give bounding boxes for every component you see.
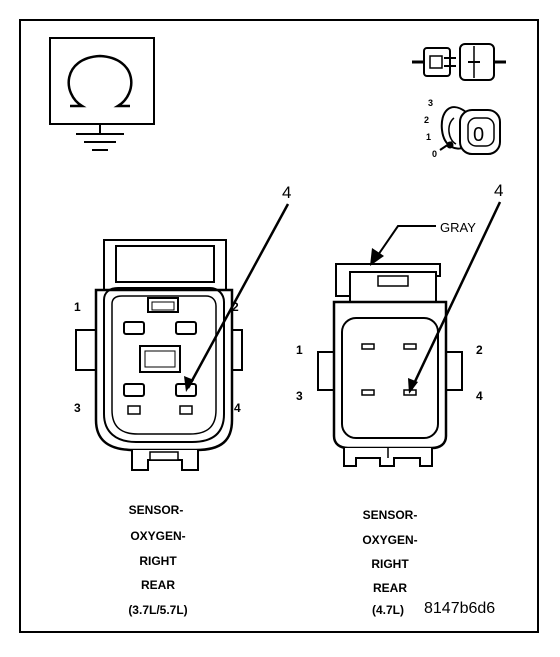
left-pin-4: 4 (234, 401, 241, 415)
right-caption-line-2: OXYGEN- (362, 533, 417, 547)
gray-label: GRAY (440, 220, 476, 235)
left-caption-line-4: REAR (141, 578, 175, 592)
right-pin-1: 1 (296, 343, 303, 357)
right-pin-2: 2 (476, 343, 483, 357)
ohmmeter-scale-3: 3 (428, 98, 433, 108)
ohmmeter-scale-1: 1 (426, 132, 431, 142)
left-caption: SENSOR- OXYGEN- RIGHT REAR (3.7L/5.7L) (128, 503, 187, 617)
ohmmeter-display: 0 (473, 124, 484, 146)
disconnect-connector-icon (412, 43, 506, 81)
left-pin-1: 1 (74, 300, 81, 314)
right-caption: SENSOR- OXYGEN- RIGHT REAR (4.7L) (362, 508, 417, 617)
ohmmeter-icon: 3 2 1 0 0 (424, 98, 501, 159)
right-pin-3: 3 (296, 389, 303, 403)
ohmmeter-scale-0: 0 (432, 149, 437, 159)
right-caption-line-1: SENSOR- (363, 508, 418, 522)
left-callout-number: 4 (282, 183, 291, 202)
left-terminal-3 (123, 383, 145, 397)
left-connector: 4 1 2 3 4 (74, 183, 291, 471)
gray-callout-leader (375, 225, 436, 259)
right-caption-line-5: (4.7L) (372, 603, 404, 617)
right-connector: GRAY 4 1 2 3 4 (296, 181, 503, 467)
left-callout-leader (186, 203, 290, 389)
left-caption-line-3: RIGHT (139, 554, 177, 568)
right-caption-line-3: RIGHT (371, 557, 409, 571)
left-terminal-a (123, 321, 145, 335)
right-pin-4: 4 (476, 389, 483, 403)
left-pin-2: 2 (232, 300, 239, 314)
left-caption-line-5: (3.7L/5.7L) (128, 603, 187, 617)
right-terminal-3 (361, 389, 375, 396)
diagram-frame (19, 19, 539, 633)
right-callout-leader (409, 201, 502, 391)
ohmmeter-scale-2: 2 (424, 115, 429, 125)
figure-code: 8147b6d6 (424, 600, 495, 617)
right-caption-line-4: REAR (373, 581, 407, 595)
right-terminal-1 (361, 343, 375, 350)
left-caption-line-1: SENSOR- (129, 503, 184, 517)
ohm-ground-symbol (49, 37, 155, 151)
left-pin-3: 3 (74, 401, 81, 415)
right-callout-number: 4 (494, 181, 503, 200)
left-caption-line-2: OXYGEN- (130, 529, 185, 543)
right-terminal-2 (403, 343, 417, 350)
left-terminal-b (175, 321, 197, 335)
